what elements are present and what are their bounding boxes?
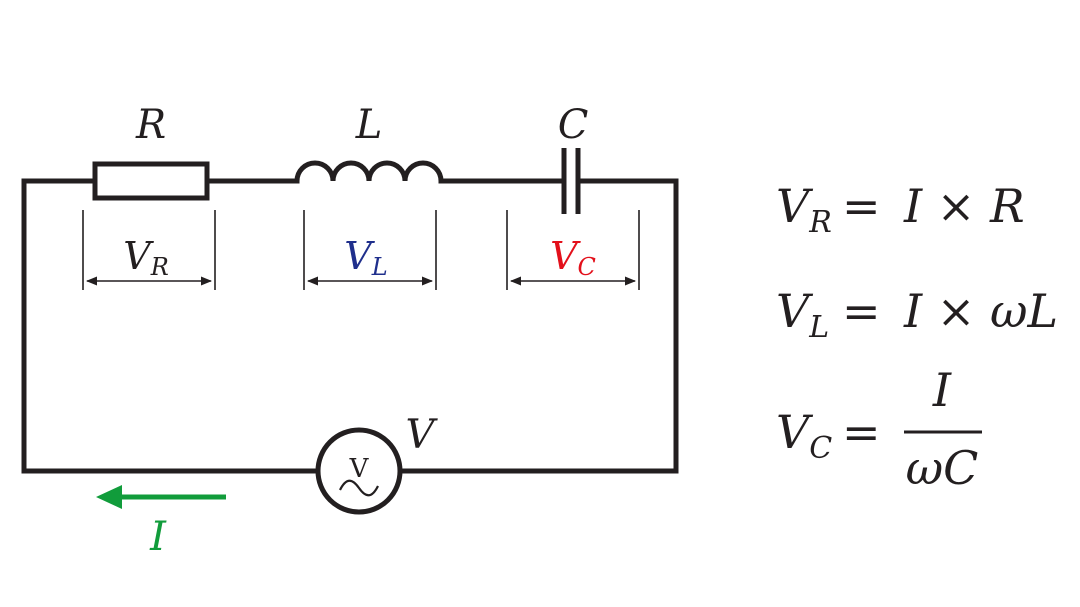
svg-text:VC: VC xyxy=(776,405,832,466)
source-label: V xyxy=(406,412,439,458)
vc-measurement: VC xyxy=(506,210,640,290)
vc-label: VC xyxy=(550,234,596,281)
capacitor-symbol xyxy=(561,148,581,214)
current-label: I xyxy=(149,514,167,560)
vl-label: VL xyxy=(344,234,387,281)
capacitor-label: C xyxy=(558,102,589,148)
vl-measurement: VL xyxy=(303,210,437,290)
eq3-numerator: I xyxy=(932,363,952,417)
current-arrow xyxy=(96,485,226,509)
eq3-lhs-main: V xyxy=(776,405,814,459)
eq3-equals: = xyxy=(842,405,881,459)
ac-source-symbol: V xyxy=(315,427,403,515)
equation-vl: VL = I × ωL xyxy=(776,284,1058,345)
circuit-wires xyxy=(21,178,679,474)
svg-text:VL: VL xyxy=(776,284,829,345)
equation-vr: VR = I × R xyxy=(776,179,1025,240)
source-symbol-letter: V xyxy=(349,454,370,484)
eq1-lhs-main: V xyxy=(776,179,814,233)
sine-wave-icon xyxy=(339,479,379,497)
eq3-denominator: ωC xyxy=(906,441,979,495)
eq1-rhs: I × R xyxy=(903,179,1025,233)
vr-measurement: VR xyxy=(82,210,216,290)
resistor-label: R xyxy=(135,102,166,148)
eq3-lhs-sub: C xyxy=(809,431,832,466)
eq2-rhs: I × ωL xyxy=(903,284,1058,338)
svg-text:VR: VR xyxy=(776,179,832,240)
inductor-symbol xyxy=(294,160,444,184)
eq1-equals: = xyxy=(842,179,881,233)
resistor-symbol xyxy=(92,161,210,201)
inductor-label: L xyxy=(355,102,383,148)
eq2-equals: = xyxy=(842,284,881,338)
eq1-lhs-sub: R xyxy=(808,205,832,240)
eq2-lhs-main: V xyxy=(776,284,814,338)
wire-top-left xyxy=(21,178,321,474)
equation-vc: VC = I ωC xyxy=(776,363,982,495)
vr-label: VR xyxy=(123,234,169,281)
eq2-lhs-sub: L xyxy=(808,310,829,345)
wire-right xyxy=(397,178,679,474)
